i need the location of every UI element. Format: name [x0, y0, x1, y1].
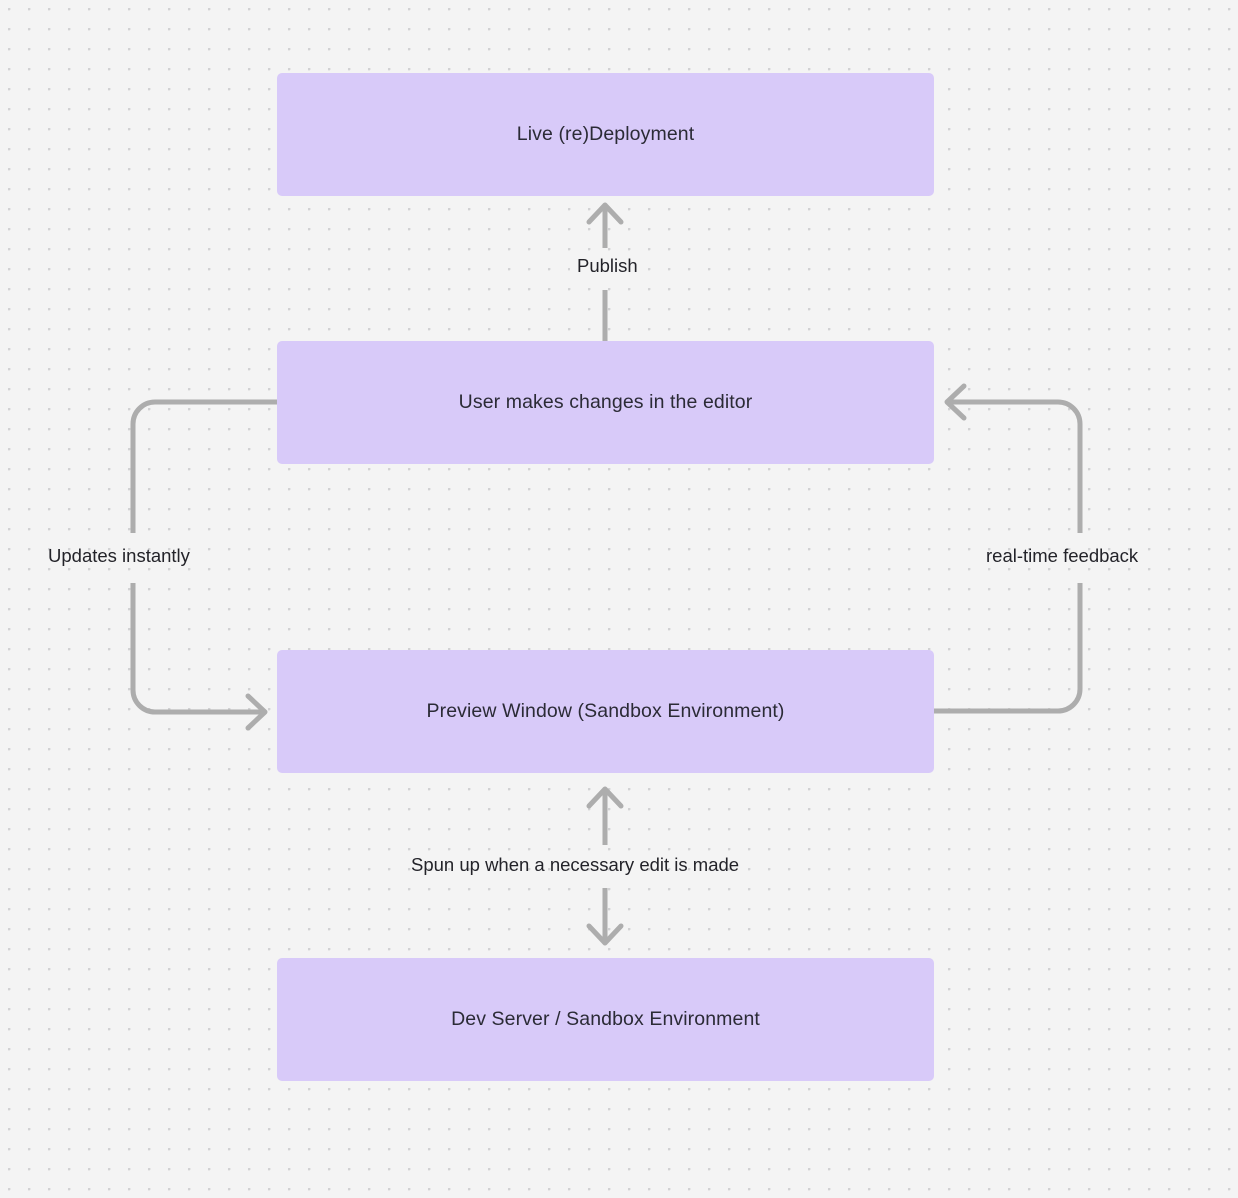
node-dev-server[interactable]: Dev Server / Sandbox Environment	[277, 958, 934, 1081]
node-preview-window[interactable]: Preview Window (Sandbox Environment)	[277, 650, 934, 773]
node-label: Preview Window (Sandbox Environment)	[426, 700, 785, 722]
edge-label-spun-up: Spun up when a necessary edit is made	[411, 854, 740, 875]
edge-label-real-time-feedback: real-time feedback	[986, 545, 1139, 566]
node-label: Live (re)Deployment	[516, 123, 695, 145]
node-label: Dev Server / Sandbox Environment	[451, 1008, 760, 1030]
node-live-redeployment[interactable]: Live (re)Deployment	[277, 73, 934, 196]
edge-label-publish: Publish	[570, 252, 645, 281]
node-label: User makes changes in the editor	[458, 391, 753, 413]
node-user-makes-changes[interactable]: User makes changes in the editor	[277, 341, 934, 464]
edge-label-updates-instantly: Updates instantly	[48, 545, 190, 566]
